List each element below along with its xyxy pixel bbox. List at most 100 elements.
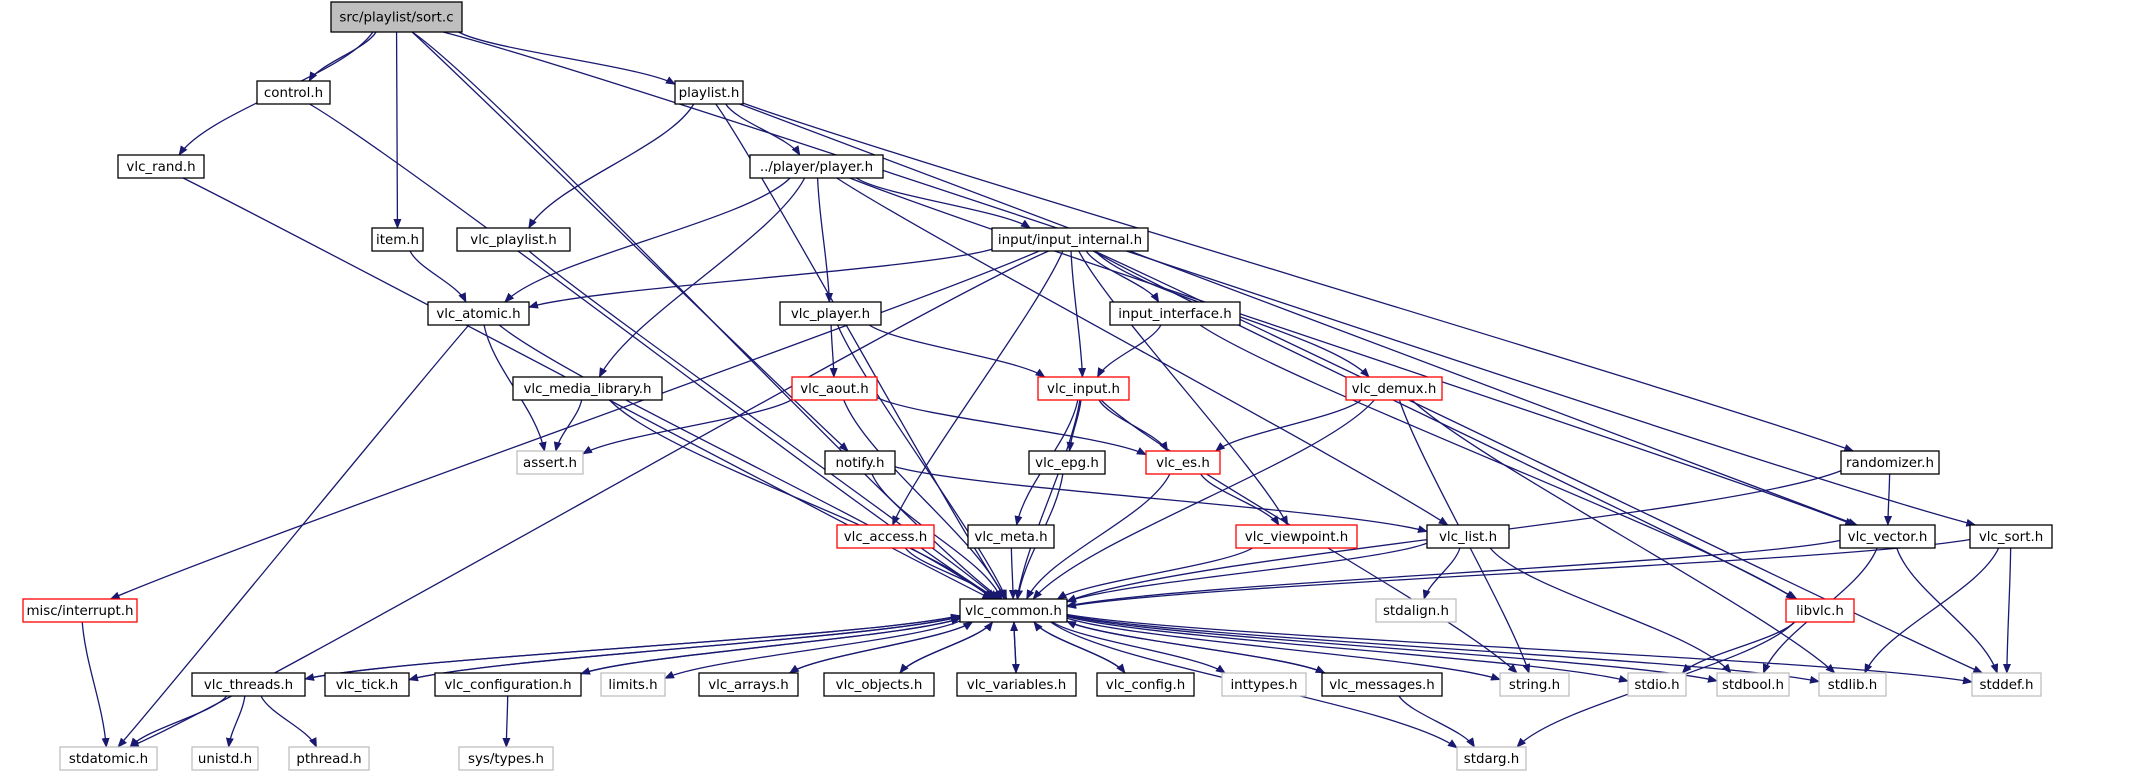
edge-player_h-to-vlc_player_h — [816, 177, 834, 303]
node-label: vlc_player.h — [791, 307, 870, 322]
node-stdatomic-h: stdatomic.h — [59, 746, 158, 771]
node-label: src/playlist/sort.c — [339, 11, 453, 26]
edge-playlist_h-to-vlc_playlist_h — [528, 103, 695, 229]
node-vlc-list-h[interactable]: vlc_list.h — [1426, 524, 1510, 549]
node-vlc-demux-h[interactable]: vlc_demux.h — [1345, 376, 1443, 401]
node-vlc-atomic-h[interactable]: vlc_atomic.h — [427, 301, 530, 326]
edge-control_h-to-vlc_common_h — [309, 103, 999, 600]
edge-sort_c-to-notify_h — [411, 31, 849, 452]
node-vlc-media-library-h[interactable]: vlc_media_library.h — [512, 376, 663, 401]
node-vlc-sort-h[interactable]: vlc_sort.h — [1969, 524, 2053, 549]
edge-playlist_h-to-vlc_common_h — [715, 103, 1008, 600]
node-label: vlc_threads.h — [204, 678, 293, 693]
edge-vlc_configuration_h-to-sys_types_h — [502, 695, 511, 748]
node-box — [991, 227, 1149, 252]
node-randomizer-h[interactable]: randomizer.h — [1840, 450, 1940, 475]
node-notify-h[interactable]: notify.h — [824, 450, 896, 475]
node-stdio-h: stdio.h — [1627, 672, 1687, 697]
node-item-h[interactable]: item.h — [371, 227, 424, 252]
node-stdalign-h: stdalign.h — [1375, 598, 1457, 623]
node-player-h[interactable]: ../player/player.h — [749, 154, 884, 179]
edge-sort_c-to-vlc_common_h — [411, 31, 1003, 600]
edge-input_internal_h-to-vlc_input_h — [1070, 250, 1087, 378]
edge-vlc_player_h-to-vlc_aout_h — [829, 324, 838, 378]
edge-vlc_aout_h-to-assert_h — [582, 398, 793, 455]
edge-vlc_access_h-to-vlc_common_h — [904, 547, 995, 600]
node-box — [516, 450, 584, 475]
node-vlc-input-h[interactable]: vlc_input.h — [1037, 376, 1130, 401]
node-control-h[interactable]: control.h — [256, 80, 331, 105]
node-vlc-access-h[interactable]: vlc_access.h — [836, 524, 935, 549]
node-vlc-tick-h[interactable]: vlc_tick.h — [324, 672, 410, 697]
node-vlc-viewpoint-h[interactable]: vlc_viewpoint.h — [1235, 524, 1358, 549]
edge-vlc_threads_h-to-pthread_h — [260, 695, 318, 748]
node-input-interface-h[interactable]: input_interface.h — [1109, 301, 1241, 326]
edge-vlc_viewpoint_h-to-vlc_common_h — [1056, 547, 1253, 600]
node-box — [324, 672, 410, 697]
edge-input_interface_h-to-libvlc_h — [1199, 324, 1796, 600]
node-box — [1235, 524, 1358, 549]
edge-vlc_common_h-to-inttypes_h — [1052, 621, 1226, 674]
edge-vlc_messages_h-to-stdarg_h — [1398, 695, 1476, 748]
edge-vlc_es_h-to-vlc_viewpoint_h — [1200, 473, 1280, 526]
node-vlc-meta-h[interactable]: vlc_meta.h — [967, 524, 1055, 549]
node-vlc-messages-h[interactable]: vlc_messages.h — [1321, 672, 1443, 697]
node-box — [1145, 450, 1221, 475]
node-vlc-es-h[interactable]: vlc_es.h — [1145, 450, 1221, 475]
edge-vlc_messages_h-to-vlc_common_h — [1066, 620, 1326, 674]
node-vlc-player-h[interactable]: vlc_player.h — [779, 301, 882, 326]
node-label: input/input_internal.h — [998, 233, 1142, 248]
node-label: item.h — [376, 233, 419, 248]
edge-vlc_common_h-to-stdlib_h — [1066, 614, 1820, 684]
edge-vlc_configuration_h-to-vlc_common_h — [580, 617, 961, 675]
node-box — [698, 672, 799, 697]
node-vlc-config-h[interactable]: vlc_config.h — [1096, 672, 1195, 697]
node-vlc-aout-h[interactable]: vlc_aout.h — [791, 376, 878, 401]
node-label: stdlib.h — [1828, 678, 1877, 693]
edge-playlist_h-to-randomizer_h — [742, 102, 1855, 452]
node-vlc-threads-h[interactable]: vlc_threads.h — [191, 672, 306, 697]
node-label: stdarg.h — [1464, 752, 1519, 767]
node-sort-c[interactable]: src/playlist/sort.c — [330, 1, 463, 33]
node-vlc-variables-h[interactable]: vlc_variables.h — [956, 672, 1077, 697]
node-vlc-common-h[interactable]: vlc_common.h — [959, 598, 1068, 623]
edge-vlc_sort_h-to-stdlib_h — [1864, 547, 2000, 674]
node-misc-interrupt-h[interactable]: misc/interrupt.h — [22, 598, 138, 623]
edge-vlc_threads_h-to-vlc_common_h — [304, 613, 961, 680]
edge-input_internal_h-to-vlc_viewpoint_h — [1078, 250, 1289, 526]
edge-vlc_sort_h-to-vlc_common_h — [1066, 538, 1971, 609]
node-box — [1499, 672, 1570, 697]
node-input-internal-h[interactable]: input/input_internal.h — [991, 227, 1149, 252]
node-stddef-h: stddef.h — [1971, 672, 2042, 697]
node-label: misc/interrupt.h — [26, 604, 133, 619]
node-vlc-epg-h[interactable]: vlc_epg.h — [1028, 450, 1106, 475]
node-box — [456, 227, 571, 252]
node-libvlc-h[interactable]: libvlc.h — [1785, 598, 1855, 623]
node-vlc-playlist-h[interactable]: vlc_playlist.h — [456, 227, 571, 252]
node-box — [1840, 450, 1940, 475]
node-vlc-vector-h[interactable]: vlc_vector.h — [1839, 524, 1936, 549]
node-box — [191, 746, 259, 771]
node-stdbool-h: stdbool.h — [1716, 672, 1790, 697]
edge-vlc_common_h-to-stdio_h — [1066, 616, 1629, 683]
node-pthread-h: pthread.h — [288, 746, 370, 771]
edge-player_h-to-vlc_atomic_h — [504, 177, 791, 303]
node-vlc-configuration-h[interactable]: vlc_configuration.h — [434, 672, 582, 697]
node-box — [1971, 672, 2042, 697]
edge-vlc_common_h-to-stddef_h — [1066, 613, 1973, 685]
node-box — [967, 524, 1055, 549]
node-vlc-rand-h[interactable]: vlc_rand.h — [117, 154, 205, 179]
edge-vlc_vector_h-to-vlc_common_h — [1066, 539, 1841, 609]
edge-vlc_tick_h-to-vlc_common_h — [408, 615, 961, 681]
node-label: vlc_media_library.h — [523, 382, 651, 397]
node-vlc-arrays-h[interactable]: vlc_arrays.h — [698, 672, 799, 697]
node-playlist-h[interactable]: playlist.h — [674, 80, 744, 105]
edge-vlc_threads_h-to-unistd_h — [225, 695, 246, 748]
node-vlc-objects-h[interactable]: vlc_objects.h — [823, 672, 935, 697]
node-box — [288, 746, 370, 771]
edge-input_internal_h-to-vlc_atomic_h — [528, 248, 993, 309]
node-label: notify.h — [836, 456, 885, 471]
edge-vlc_common_h-to-string_h — [1066, 617, 1501, 681]
edge-sort_c-to-vlc_sort_h — [442, 31, 1977, 527]
node-label: vlc_atomic.h — [436, 307, 520, 322]
